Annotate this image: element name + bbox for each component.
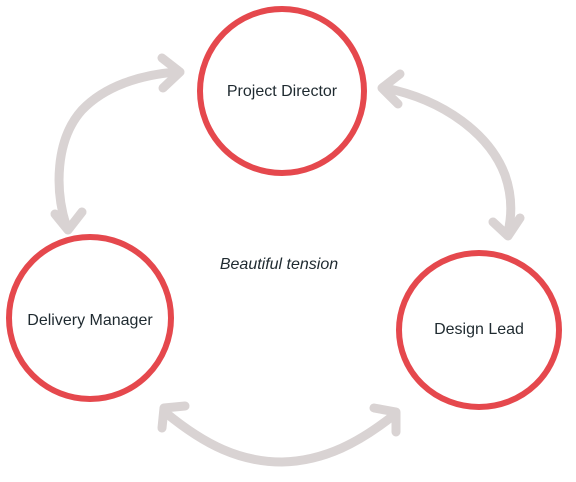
node-design-lead: Design Lead <box>396 250 562 410</box>
arrow-delivery-director <box>50 53 185 235</box>
delivery-manager-label: Delivery Manager <box>27 312 153 329</box>
design-lead-ring <box>396 250 562 410</box>
project-director-label: Project Director <box>227 83 338 100</box>
arrow-director-design <box>377 69 525 241</box>
node-project-director: Project Director <box>197 6 367 176</box>
node-delivery-manager: Delivery Manager <box>6 234 174 402</box>
arrow-delivery-design <box>157 401 401 467</box>
center-label: Beautiful tension <box>220 256 338 273</box>
delivery-manager-ring <box>6 234 174 402</box>
project-director-ring <box>197 6 367 176</box>
design-lead-label: Design Lead <box>434 321 524 338</box>
